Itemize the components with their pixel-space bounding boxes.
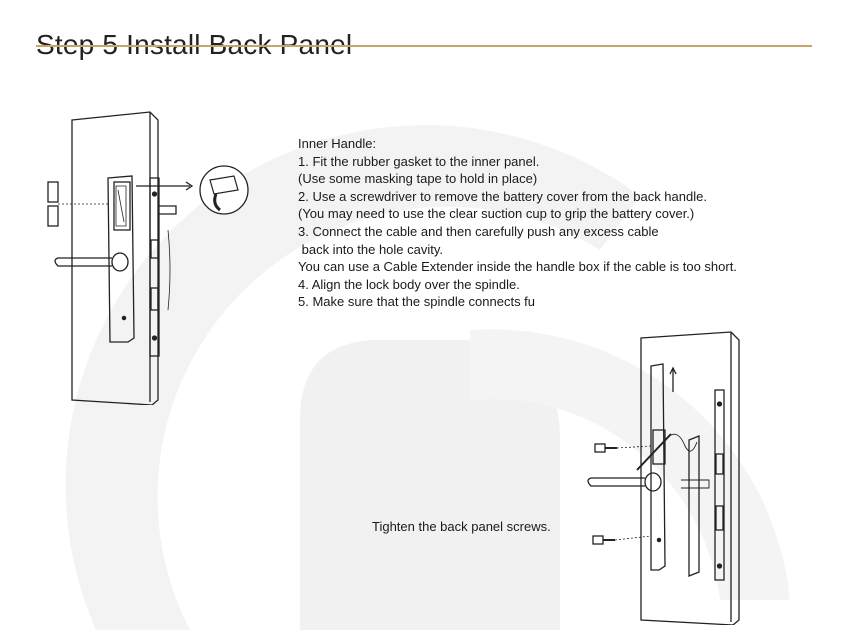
instruction-heading: Inner Handle: xyxy=(298,136,377,151)
screw-icon xyxy=(592,535,652,545)
title-divider xyxy=(36,45,812,47)
screw-icon xyxy=(594,443,652,453)
instruction-line: 5. Make sure that the spindle connects f… xyxy=(298,294,536,310)
instruction-line: 4. Align the lock body over the spindle. xyxy=(298,276,520,292)
cable-zoom-icon xyxy=(199,165,249,215)
instruction-line: back into the hole cavity. xyxy=(298,241,444,257)
page-title: Step 5 Install Back Panel xyxy=(36,28,353,60)
instruction-line: You can use a Cable Extender inside the … xyxy=(298,259,737,275)
instruction-line: 3. Connect the cable and then carefully … xyxy=(298,223,659,239)
arrow-up-icon xyxy=(669,366,677,392)
door-lock-screws-illustration xyxy=(587,331,740,625)
instruction-line: 1. Fit the rubber gasket to the inner pa… xyxy=(298,153,540,169)
instruction-line: 2. Use a screwdriver to remove the batte… xyxy=(298,188,707,204)
instruction-line: (You may need to use the clear suction c… xyxy=(298,206,695,222)
door-lock-illustration xyxy=(47,111,249,405)
instruction-list: Inner Handle: 1. Fit the rubber gasket t… xyxy=(298,135,818,311)
instruction-line: (Use some masking tape to hold in place) xyxy=(298,171,538,187)
screws-caption: Tighten the back panel screws. xyxy=(372,519,551,534)
